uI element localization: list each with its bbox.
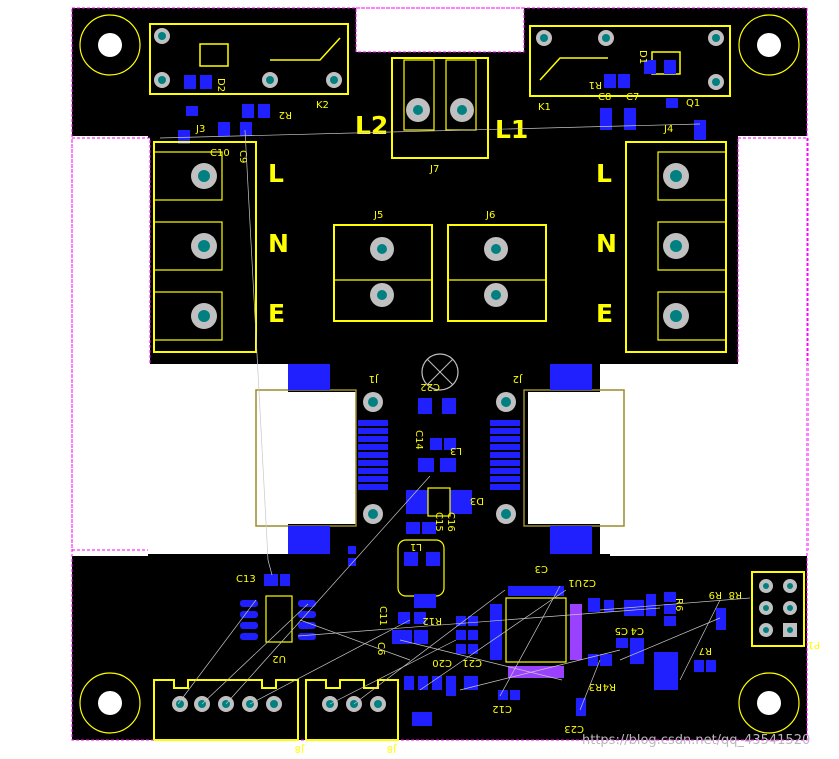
label-q1: Q1 — [686, 98, 700, 109]
label-c22: C22 — [420, 381, 440, 392]
mount-hole-bottom-right — [738, 672, 800, 734]
label-j3: J3 — [195, 124, 205, 135]
label-j2: J2 — [513, 373, 523, 384]
label-e-right: E — [596, 299, 613, 328]
connector-j5: J5 — [333, 210, 433, 322]
label-d2: D2 — [215, 78, 226, 92]
terminal-block-right: L N E — [596, 141, 727, 353]
label-r9: R9 — [709, 589, 722, 600]
label-k2: K2 — [316, 100, 329, 111]
label-c5: C5 — [615, 625, 628, 636]
label-c14: C14 — [413, 430, 424, 450]
board-cutouts — [71, 7, 809, 741]
label-r12: R12 — [422, 615, 442, 626]
label-j1: J1 — [369, 373, 379, 384]
label-l1-inductor: L1 — [410, 541, 422, 552]
label-c8: C8 — [598, 92, 611, 103]
label-c3: C3 — [535, 563, 548, 574]
label-j7: J7 — [429, 164, 439, 175]
mount-hole-top-left — [79, 14, 141, 76]
mounting-holes — [79, 14, 800, 734]
label-d3: D3 — [470, 495, 484, 506]
ratsnest-lines — [159, 123, 751, 711]
label-c2: C2 — [583, 577, 596, 588]
label-c13: C13 — [236, 574, 256, 585]
label-c20: C20 — [432, 657, 452, 668]
top-smd-components: R2 J3 J4 C9 C10 C8 C7 Q1 — [178, 92, 706, 163]
connector-j6: J6 — [447, 210, 547, 322]
terminal-block-left: L N E — [153, 141, 289, 353]
label-c10: C10 — [210, 148, 230, 159]
relay-k2: K2 D2 — [149, 23, 349, 111]
label-p1: P1 — [808, 639, 820, 650]
label-n-left: N — [268, 229, 289, 258]
label-r4: R4 — [603, 681, 616, 692]
label-r7: R7 — [699, 645, 712, 656]
label-j8-left: J8 — [295, 743, 305, 754]
label-u2: U2 — [272, 653, 286, 664]
label-c11: C11 — [377, 606, 388, 626]
label-j6: J6 — [485, 210, 495, 221]
label-j8-right: J8 — [387, 743, 397, 754]
label-r8: R8 — [729, 589, 742, 600]
label-n-right: N — [596, 229, 617, 258]
label-k1: K1 — [538, 102, 551, 113]
label-l-right: L — [596, 159, 612, 188]
label-u1: U1 — [568, 577, 582, 588]
watermark: https://blog.csdn.net/qq_43541520 — [582, 733, 810, 748]
label-j4: J4 — [663, 124, 673, 135]
label-l-left: L — [268, 159, 284, 188]
u1-pins-bottom — [508, 666, 564, 678]
relay-k1: K1 R1 D1 — [529, 25, 731, 113]
label-r3: R3 — [589, 681, 602, 692]
label-r1: R1 — [589, 79, 602, 90]
label-c9: C9 — [237, 150, 248, 163]
mount-hole-bottom-left — [79, 672, 141, 734]
label-l2: L2 — [355, 111, 388, 140]
label-r2: R2 — [279, 109, 292, 120]
usb-connector-j1: J1 — [255, 364, 388, 554]
label-c6: C6 — [375, 642, 386, 655]
label-r6: R6 — [673, 598, 684, 611]
label-c23: C23 — [564, 723, 584, 734]
label-c7: C7 — [626, 92, 639, 103]
label-e-left: E — [268, 299, 285, 328]
label-c4: C4 — [631, 625, 644, 636]
label-c21: C21 — [462, 657, 482, 668]
u1-support-components: R12 C11 C6 C20 C21 C12 C23 R3 R4 C5 C4 R… — [375, 589, 742, 734]
label-c12: C12 — [492, 703, 512, 714]
usb-connector-j2: J2 — [490, 364, 625, 554]
connector-j8-right: J8 — [305, 679, 399, 754]
u1-pins-top — [508, 586, 564, 596]
fiducial-mark — [421, 353, 459, 391]
header-p1: P1 — [751, 571, 820, 650]
label-d1: D1 — [637, 50, 648, 64]
label-l3: L3 — [450, 445, 462, 456]
label-j5: J5 — [373, 210, 383, 221]
label-c16: C16 — [445, 512, 456, 532]
power-section: C22 C14 L3 D3 C15 C16 L1 C13 — [348, 381, 484, 608]
label-c15: C15 — [433, 512, 444, 532]
ic-u1: U1 C2 C3 — [490, 563, 596, 678]
mount-hole-top-right — [738, 14, 800, 76]
